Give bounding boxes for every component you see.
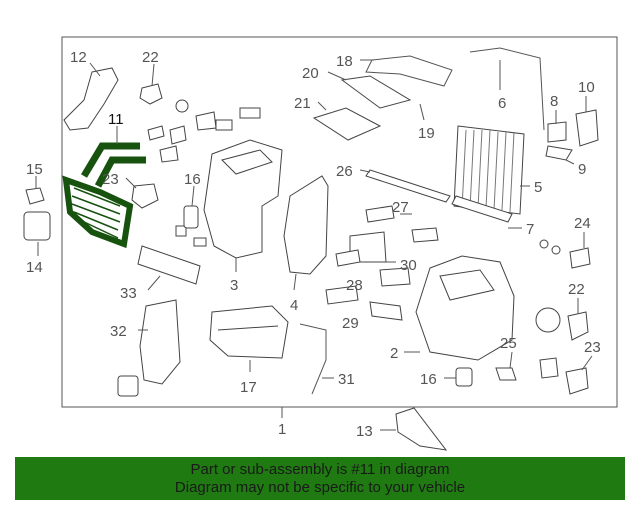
part-19-seal[interactable]: [419, 103, 425, 121]
part-31-drain-hose[interactable]: [299, 323, 334, 395]
info-banner: Part or sub-assembly is #11 in diagram D…: [15, 457, 625, 500]
part-6-seal-strip[interactable]: [469, 47, 545, 131]
part-22-bracket[interactable]: [139, 63, 163, 105]
callout-21: 21: [294, 95, 311, 112]
part-15-clip[interactable]: [25, 176, 45, 205]
part-32-duct[interactable]: [117, 299, 181, 397]
part-8-expansion-valve[interactable]: [547, 110, 567, 143]
callout-13: 13: [356, 423, 373, 440]
part-3-case-left[interactable]: [203, 139, 283, 272]
callout-6: 6: [498, 95, 506, 112]
part-25-sensor[interactable]: [495, 351, 559, 381]
callout-4: 4: [290, 297, 298, 314]
callout-32: 32: [110, 323, 127, 340]
callout-9: 9: [578, 161, 586, 178]
parts-diagram: 12 22 11 15 23 16 3 14 33 32 17 18 20 6 …: [23, 36, 618, 451]
assembly-frame: [61, 36, 618, 408]
part-2-case-assembly[interactable]: [404, 255, 561, 361]
part-10-valve[interactable]: [575, 96, 599, 147]
part-5-evaporator[interactable]: [453, 125, 530, 215]
part-23-motor-right[interactable]: [565, 355, 593, 395]
part-17-lower-case[interactable]: [209, 305, 289, 372]
callout-labels: 12 22 11 15 23 16 3 14 33 32 17 18 20 6 …: [26, 49, 601, 440]
part-9-gasket[interactable]: [545, 145, 575, 165]
callout-8: 8: [550, 93, 558, 110]
part-16-gasket-right[interactable]: [444, 367, 473, 387]
callout-30: 30: [400, 257, 417, 274]
part-11-heater-core[interactable]: [62, 126, 146, 249]
part-24-actuator[interactable]: [539, 232, 591, 269]
callout-12: 12: [70, 49, 87, 66]
part-13-duct[interactable]: [380, 407, 448, 451]
callout-18: 18: [336, 53, 353, 70]
part-22-bracket-right[interactable]: [567, 298, 589, 341]
callout-1: 1: [278, 421, 286, 438]
callout-22: 22: [142, 49, 159, 66]
callout-19: 19: [418, 125, 435, 142]
callout-31: 31: [338, 371, 355, 388]
part-27-door[interactable]: [365, 205, 439, 243]
callout-20: 20: [302, 65, 319, 82]
part-23-motor[interactable]: [125, 177, 159, 209]
part-28-door[interactable]: [335, 249, 411, 287]
callout-28: 28: [346, 277, 363, 294]
callout-27: 27: [392, 199, 409, 216]
part-14-actuator[interactable]: [23, 211, 51, 256]
callout-23-right: 23: [584, 339, 601, 356]
callout-24: 24: [574, 215, 591, 232]
callout-25: 25: [500, 335, 517, 352]
callout-26: 26: [336, 163, 353, 180]
callout-11: 11: [108, 111, 124, 128]
callout-2: 2: [390, 345, 398, 362]
callout-17: 17: [240, 379, 257, 396]
callout-33: 33: [120, 285, 137, 302]
callout-14: 14: [26, 259, 43, 276]
part-16-gasket[interactable]: [183, 185, 199, 229]
part-7-bracket[interactable]: [451, 195, 522, 229]
part-29-door[interactable]: [325, 285, 403, 321]
part-4-case-right[interactable]: [283, 175, 329, 291]
small-parts-cluster: [147, 99, 261, 247]
callout-23: 23: [102, 171, 119, 188]
part-18-seal[interactable]: [360, 55, 453, 87]
callout-16-right: 16: [420, 371, 437, 388]
callout-3: 3: [230, 277, 238, 294]
banner-line-1: Part or sub-assembly is #11 in diagram: [190, 461, 450, 478]
callout-7: 7: [526, 221, 534, 238]
banner-line-2: Diagram may not be specific to your vehi…: [174, 479, 466, 496]
part-26-door[interactable]: [359, 169, 451, 203]
callout-5: 5: [534, 179, 542, 196]
part-12-duct[interactable]: [63, 62, 119, 131]
part-33-filter[interactable]: [137, 245, 201, 291]
callout-22-right: 22: [568, 281, 585, 298]
part-21-filter-element[interactable]: [312, 101, 382, 141]
callout-29: 29: [342, 315, 359, 332]
callout-10: 10: [578, 79, 595, 96]
part-20-panel[interactable]: [327, 71, 412, 109]
callout-15: 15: [26, 161, 43, 178]
callout-16: 16: [184, 171, 201, 188]
